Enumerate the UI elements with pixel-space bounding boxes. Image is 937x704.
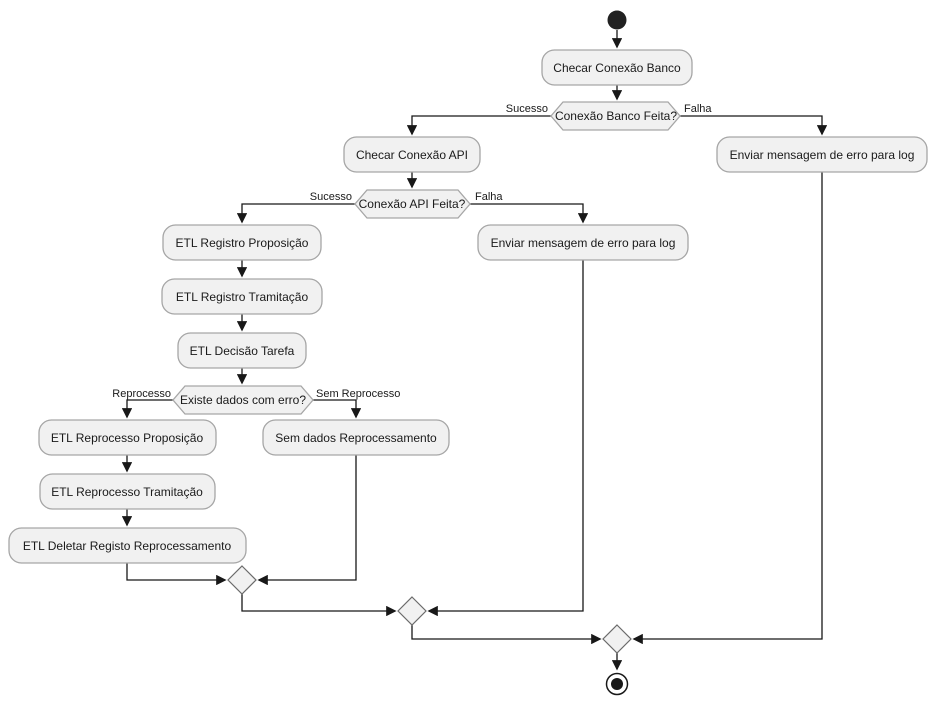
- activity-enviar-erro-log-api: Enviar mensagem de erro para log: [477, 224, 689, 261]
- decision-conexao-api-feita: Conexão API Feita?: [354, 189, 471, 219]
- edge-banco-falha: [680, 115, 828, 136]
- activity-checar-conexao-banco: Checar Conexão Banco: [541, 49, 693, 86]
- activity-sem-dados-reprocessamento: Sem dados Reprocessamento: [262, 419, 450, 456]
- activity-label: Sem dados Reprocessamento: [275, 431, 437, 445]
- decision-label: Conexão Banco Feita?: [555, 109, 677, 123]
- edge-reprocesso: [121, 399, 173, 419]
- activity-label: ETL Registro Proposição: [176, 236, 309, 250]
- activity-etl-reprocesso-proposicao: ETL Reprocesso Proposição: [38, 419, 217, 456]
- edge-label-reprocesso: Reprocesso: [112, 388, 171, 400]
- activity-etl-registro-proposicao: ETL Registro Proposição: [162, 224, 322, 261]
- activity-checar-conexao-api: Checar Conexão API: [343, 136, 481, 173]
- merge-diamond-2: [397, 596, 427, 626]
- merge-diamond-1: [227, 565, 257, 595]
- edge-erro-log-api-to-merge2: [427, 260, 584, 617]
- edge-label-sem-reprocesso: Sem Reprocesso: [316, 388, 400, 400]
- edge-label-api-sucesso: Sucesso: [310, 191, 352, 203]
- activity-label: Enviar mensagem de erro para log: [491, 236, 676, 250]
- decision-label: Existe dados com erro?: [180, 393, 306, 407]
- edge-erro-log-banco-to-merge3: [632, 172, 823, 645]
- edge-api-sucesso: [236, 203, 355, 224]
- edge-sem-reprocesso: [313, 399, 362, 419]
- edge-label-api-falha: Falha: [475, 191, 503, 203]
- activity-label: Enviar mensagem de erro para log: [730, 148, 915, 162]
- merge-diamond-3: [602, 624, 632, 654]
- start-node: [607, 10, 627, 30]
- activity-enviar-erro-log-banco: Enviar mensagem de erro para log: [716, 136, 928, 173]
- activity-label: ETL Reprocesso Tramitação: [51, 485, 203, 499]
- end-node: [605, 672, 629, 696]
- activity-etl-decisao-tarefa: ETL Decisão Tarefa: [177, 332, 307, 369]
- activity-label: Checar Conexão Banco: [553, 61, 681, 75]
- decision-conexao-banco-feita: Conexão Banco Feita?: [550, 101, 681, 131]
- activity-label: ETL Decisão Tarefa: [190, 344, 295, 358]
- activity-label: Checar Conexão API: [356, 148, 468, 162]
- activity-etl-deletar-registo-reprocessamento: ETL Deletar Registo Reprocessamento: [8, 527, 247, 564]
- decision-label: Conexão API Feita?: [359, 197, 466, 211]
- edge-api-falha: [470, 203, 589, 224]
- decision-existe-dados-com-erro: Existe dados com erro?: [172, 385, 314, 415]
- edge-merge2-to-merge3: [411, 625, 602, 645]
- activity-etl-reprocesso-tramitacao: ETL Reprocesso Tramitação: [39, 473, 216, 510]
- activity-label: ETL Reprocesso Proposição: [51, 431, 204, 445]
- edge-banco-sucesso: [406, 115, 551, 136]
- edge-label-banco-sucesso: Sucesso: [506, 103, 548, 115]
- edge-merge1-to-merge2: [241, 594, 397, 617]
- activity-label: ETL Deletar Registo Reprocessamento: [23, 539, 232, 553]
- activity-etl-registro-tramitacao: ETL Registro Tramitação: [161, 278, 323, 315]
- edge-sem-dados-to-merge1: [257, 455, 357, 586]
- activity-label: ETL Registro Tramitação: [176, 290, 309, 304]
- edge-label-banco-falha: Falha: [684, 103, 712, 115]
- edge-deletar-to-merge1: [126, 563, 227, 586]
